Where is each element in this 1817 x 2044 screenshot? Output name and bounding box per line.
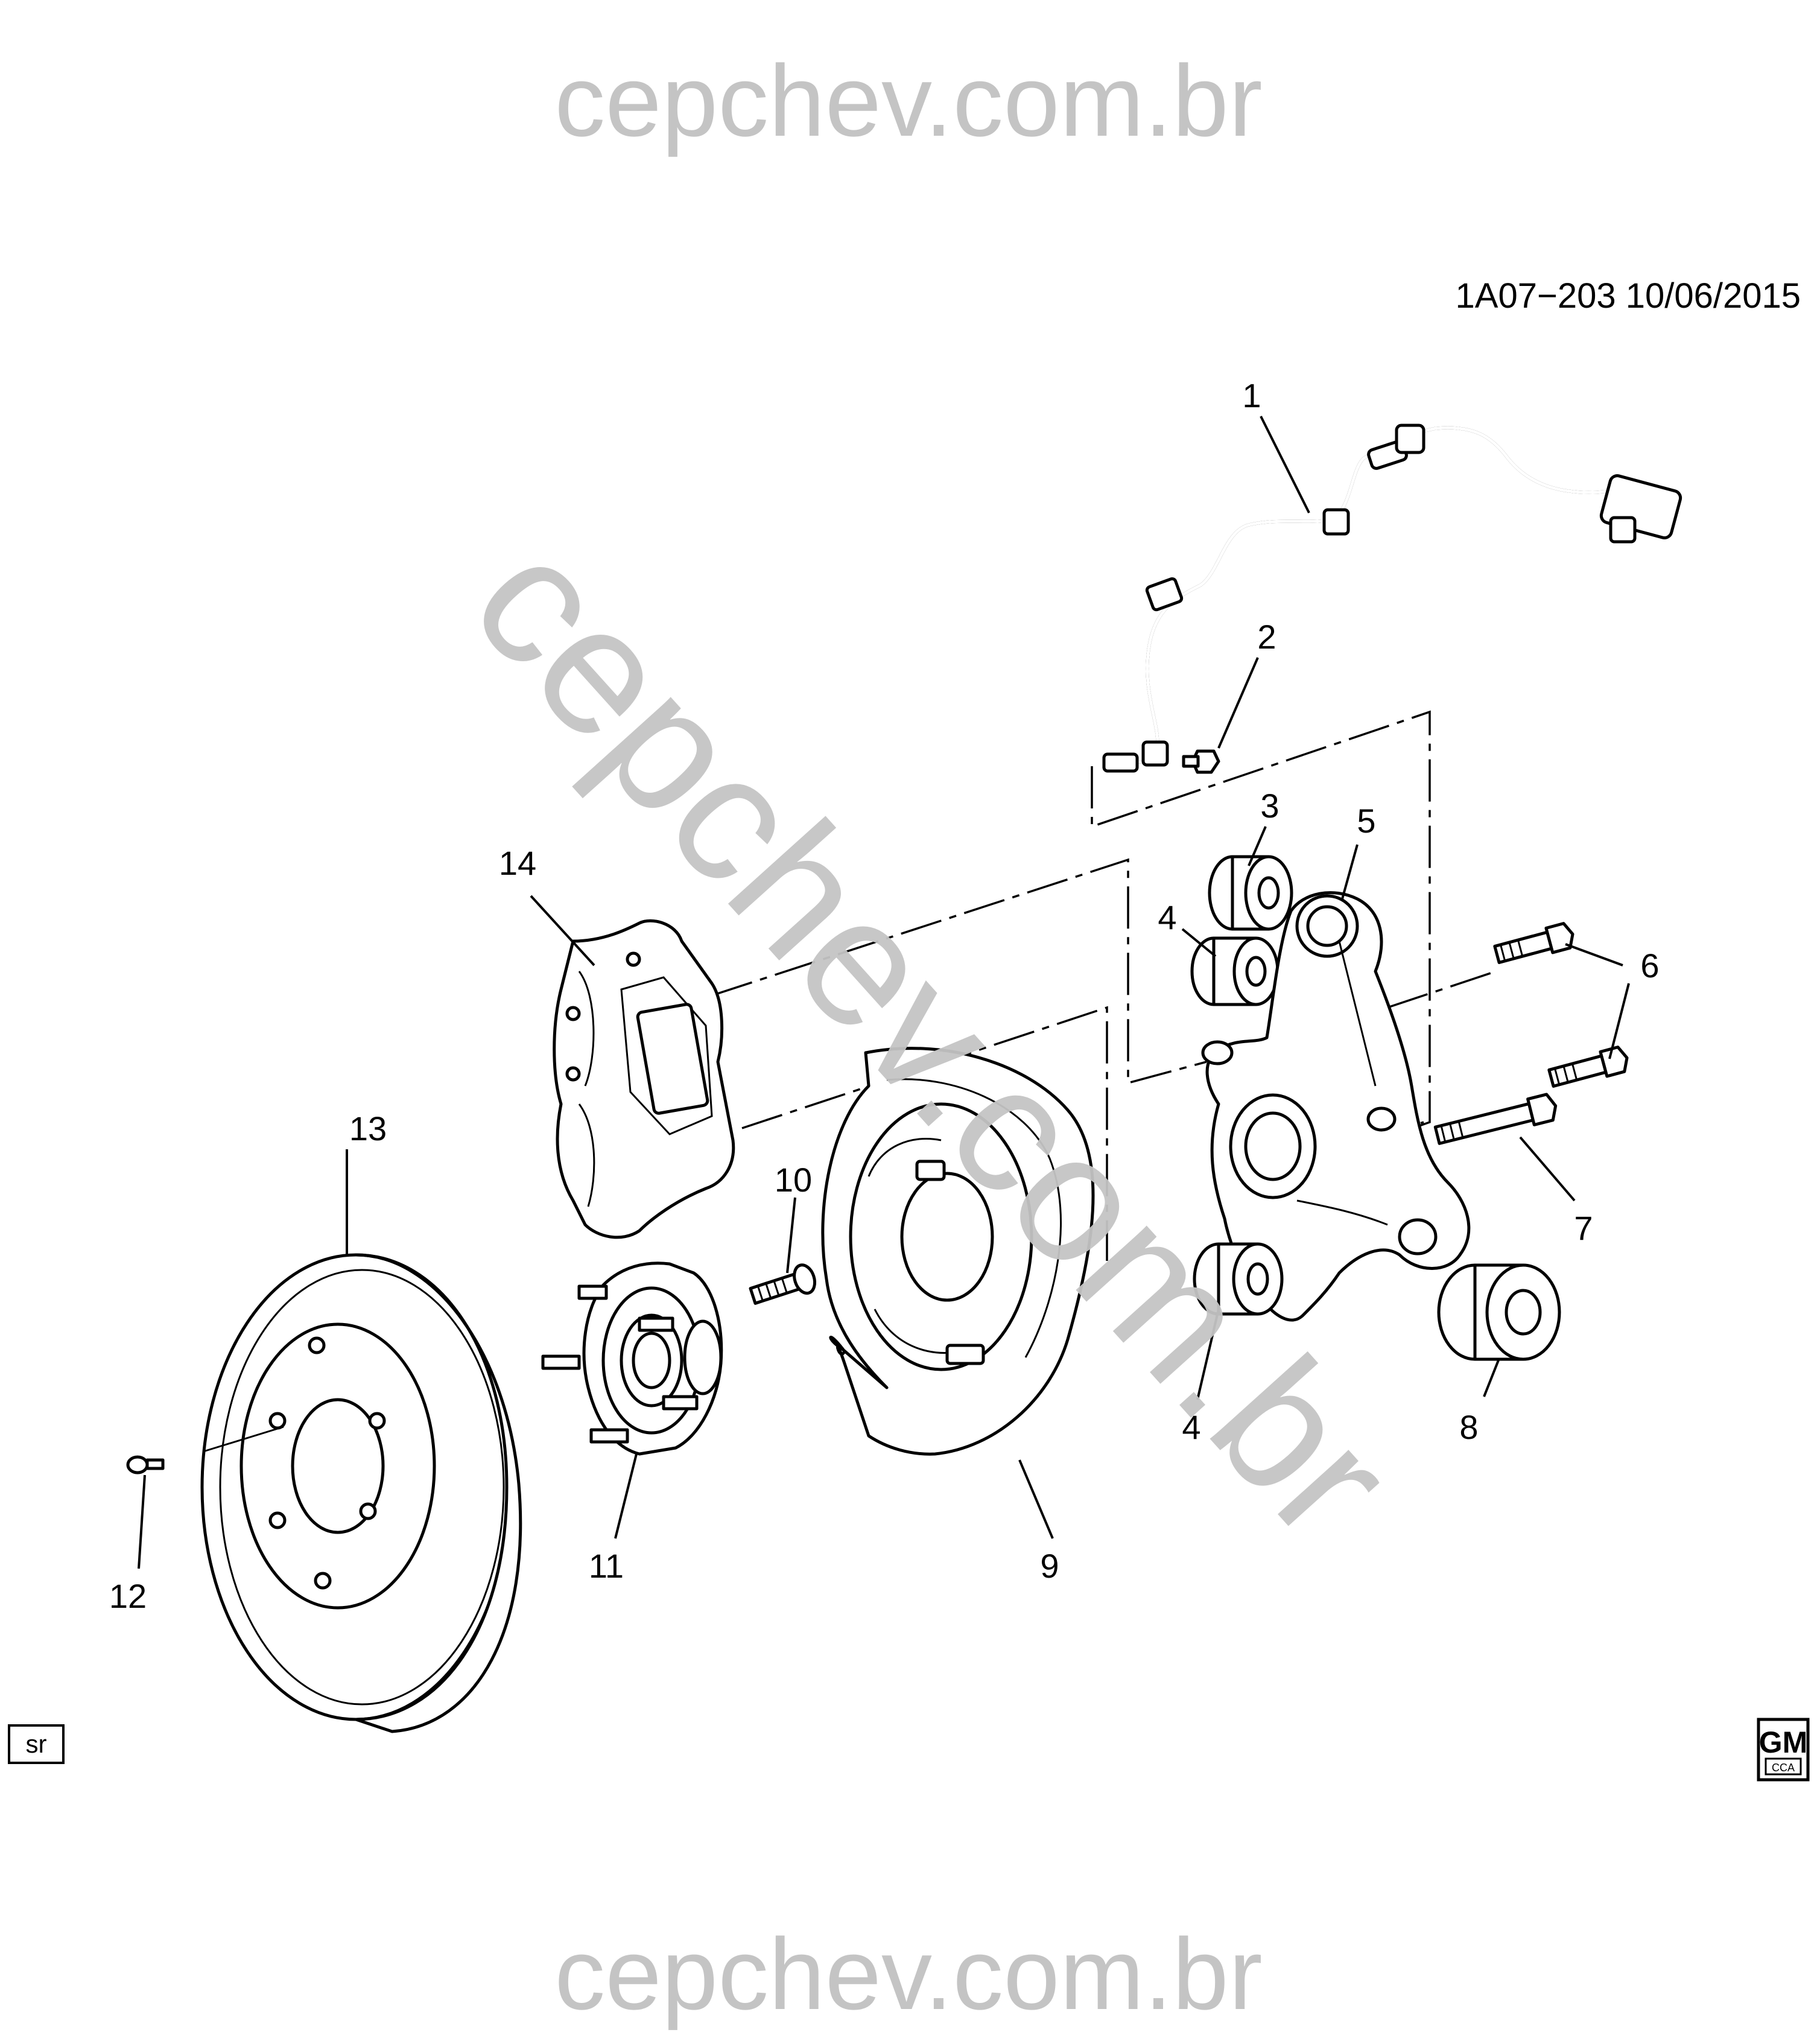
brake-caliper	[553, 919, 735, 1239]
reference-code: 1A07−203 10/06/2015	[1456, 276, 1801, 316]
callout-1: 1	[1242, 376, 1261, 414]
callout-2: 2	[1257, 618, 1276, 656]
callout-13: 13	[349, 1109, 387, 1147]
callout-11: 11	[589, 1547, 624, 1585]
callout-4-upper: 4	[1158, 898, 1176, 936]
callout-12: 12	[109, 1577, 147, 1615]
callout-7: 7	[1574, 1209, 1593, 1247]
gm-logo-sub: CCA	[1772, 1762, 1795, 1774]
sr-label: sr	[8, 1724, 65, 1764]
bushing-upper	[1208, 855, 1293, 931]
knuckle-bolts	[1493, 922, 1629, 1088]
bushing-lower	[1193, 1242, 1284, 1316]
callout-8: 8	[1459, 1408, 1478, 1446]
callout-10: 10	[775, 1161, 812, 1199]
callout-14: 14	[499, 844, 536, 882]
bushing-mid	[1190, 936, 1280, 1006]
brake-dust-shield	[821, 1047, 1095, 1456]
callouts: 1 2 3 4 4 5 6 7 8 9 10 11 12 13 14	[109, 376, 1660, 1615]
callout-4-lower: 4	[1182, 1408, 1200, 1446]
callout-3: 3	[1260, 787, 1279, 825]
steering-knuckle	[1201, 891, 1471, 1322]
leader-lines	[138, 416, 1630, 1569]
hub-bearing-assembly	[541, 1262, 723, 1456]
wheel-stud-single	[749, 1263, 817, 1305]
gm-logo-main: GM	[1759, 1725, 1808, 1759]
sensor-bolt	[1182, 749, 1220, 774]
watermark-top: cepchev.com.br	[554, 44, 1262, 157]
watermark-bottom: cepchev.com.br	[554, 1917, 1262, 2031]
bushing-large	[1437, 1263, 1561, 1361]
gm-logo: GM CCA	[1757, 1718, 1810, 1782]
callout-5: 5	[1357, 802, 1375, 840]
callout-6: 6	[1640, 947, 1659, 985]
long-bolt	[1433, 1093, 1558, 1145]
rotor-retaining-screw	[126, 1455, 165, 1474]
callout-9: 9	[1040, 1547, 1059, 1585]
wheel-speed-sensor-harness	[1102, 424, 1682, 773]
sr-label-text: sr	[26, 1730, 47, 1758]
brake-rotor	[200, 1253, 522, 1733]
